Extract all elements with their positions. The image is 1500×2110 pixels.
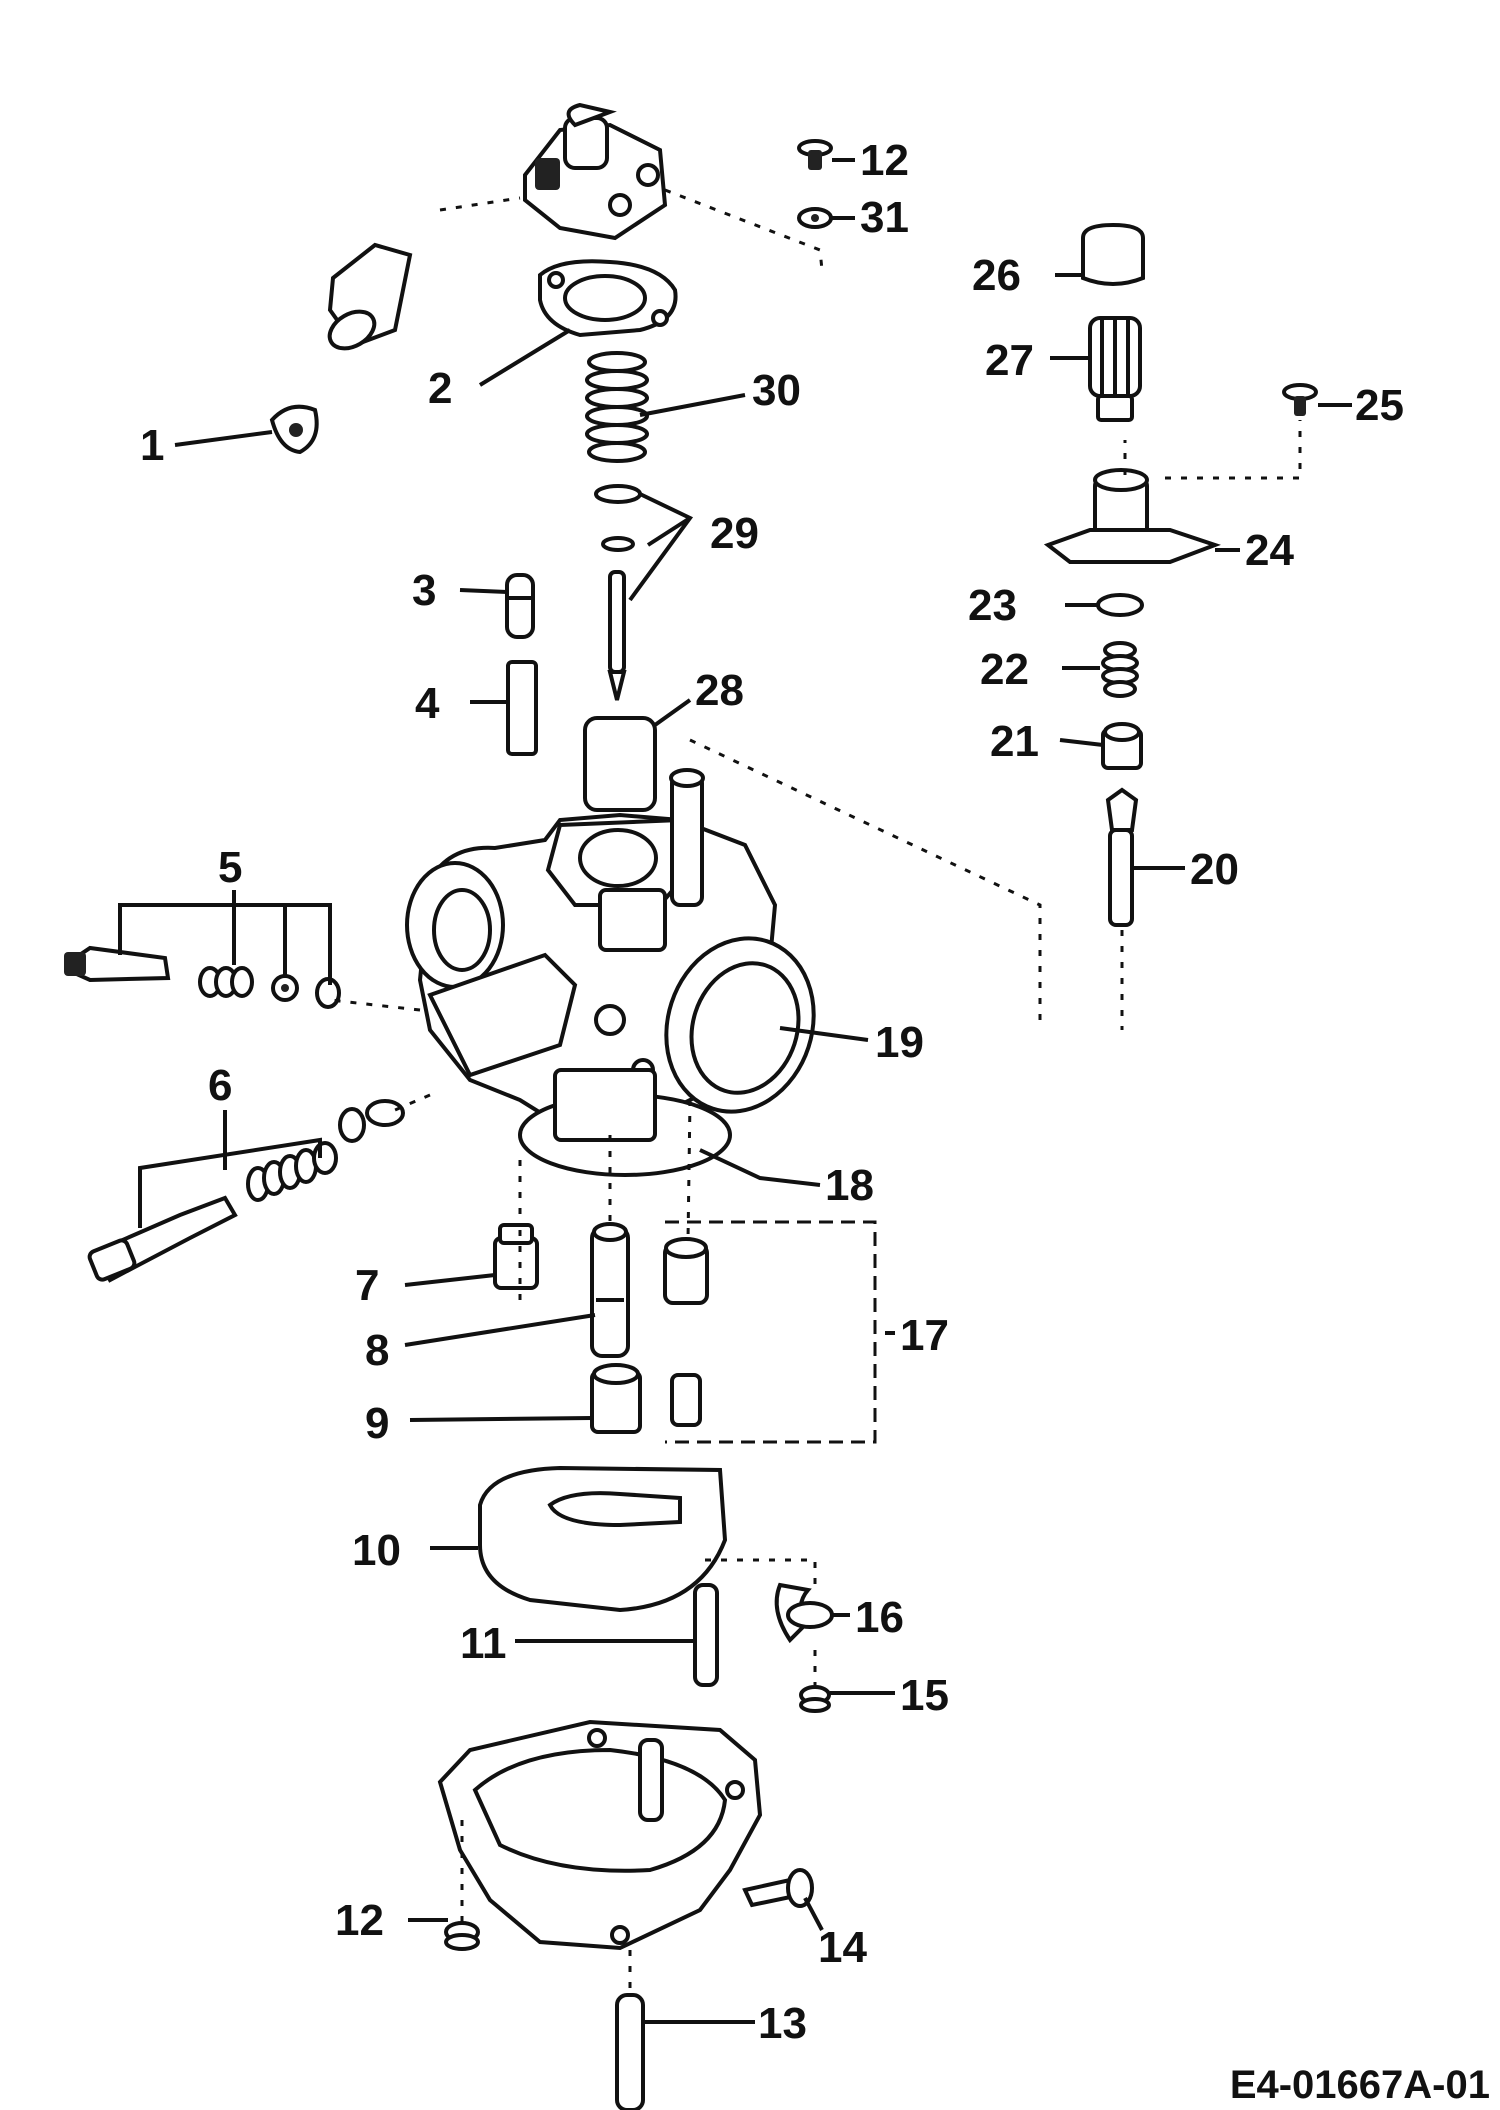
- part-12-screw-lower: [444, 1921, 480, 1951]
- callout-2: 2: [428, 364, 452, 413]
- part-22-spring: [1101, 641, 1139, 698]
- callout-27: 27: [985, 336, 1034, 385]
- part-21-nut: [1101, 722, 1143, 770]
- callout-17: 17: [900, 1311, 949, 1360]
- part-10-float: [478, 1465, 728, 1613]
- callout-6: 6: [208, 1061, 232, 1110]
- callout-labels: 1 2 3 4 5 6 7 8 9 10 11 12 12 13 14 15 1…: [140, 136, 1404, 2048]
- part-7-jet: [493, 1223, 539, 1290]
- part-31-washer: [797, 207, 833, 229]
- part-12-screw-upper: [797, 139, 833, 170]
- part-3-jet: [505, 573, 535, 639]
- callout-5: 5: [218, 843, 242, 892]
- part-8-emulsion-tube: [590, 1222, 630, 1358]
- part-20-needle: [1105, 787, 1139, 927]
- callout-1: 1: [140, 421, 164, 470]
- leader-lines: [118, 158, 1352, 2024]
- callout-13: 13: [758, 1999, 807, 2048]
- part-25-screw: [1282, 383, 1318, 416]
- callout-8: 8: [365, 1326, 389, 1375]
- part-5-screw-assembly: [64, 945, 341, 1009]
- part-26-cap: [1081, 222, 1145, 286]
- part-24-plate: [1043, 468, 1221, 564]
- part-14-screw: [742, 1868, 814, 1908]
- callout-9: 9: [365, 1399, 389, 1448]
- top-cover: [523, 102, 668, 241]
- part-28-slide: [583, 716, 657, 812]
- callout-18: 18: [825, 1161, 874, 1210]
- part-16-clip: [774, 1582, 834, 1644]
- callout-24: 24: [1245, 526, 1294, 575]
- float-bowl: [437, 1719, 763, 1951]
- drawing-code: E4-01667A-01: [1230, 2063, 1490, 2107]
- part-27-nut: [1088, 316, 1142, 422]
- part-4-tube: [506, 660, 538, 756]
- callout-22: 22: [980, 645, 1029, 694]
- callout-11: 11: [460, 1619, 507, 1668]
- part-11-pin: [693, 1583, 719, 1687]
- part-13-tube: [615, 1993, 645, 2110]
- carburetor-body: [405, 768, 816, 1177]
- part-6-screw-assembly: [87, 1099, 405, 1283]
- callout-12-upper: 12: [860, 136, 909, 185]
- callout-20: 20: [1190, 845, 1239, 894]
- callout-12-lower: 12: [335, 1896, 384, 1945]
- part-2-gasket: [538, 259, 678, 338]
- callout-28: 28: [695, 666, 744, 715]
- callout-19: 19: [875, 1018, 924, 1067]
- callout-15: 15: [900, 1671, 949, 1720]
- part-15-screw: [799, 1685, 831, 1713]
- part-1-fitting: [269, 242, 413, 455]
- part-23-o-ring: [1096, 593, 1144, 617]
- callout-3: 3: [412, 566, 436, 615]
- callout-30: 30: [752, 366, 801, 415]
- part-9-main-jet: [590, 1363, 642, 1434]
- callout-16: 16: [855, 1593, 904, 1642]
- callout-4: 4: [415, 679, 440, 728]
- callout-31: 31: [860, 193, 909, 242]
- callout-23: 23: [968, 581, 1017, 630]
- callout-21: 21: [990, 717, 1039, 766]
- assembly-lines: [329, 188, 1302, 1995]
- callout-7: 7: [355, 1261, 379, 1310]
- callout-26: 26: [972, 251, 1021, 300]
- part-30-spring: [585, 351, 649, 463]
- callout-29: 29: [710, 509, 759, 558]
- callout-14: 14: [818, 1923, 867, 1972]
- part-17-kit: [663, 1220, 877, 1444]
- callout-25: 25: [1355, 381, 1404, 430]
- callout-10: 10: [352, 1526, 401, 1575]
